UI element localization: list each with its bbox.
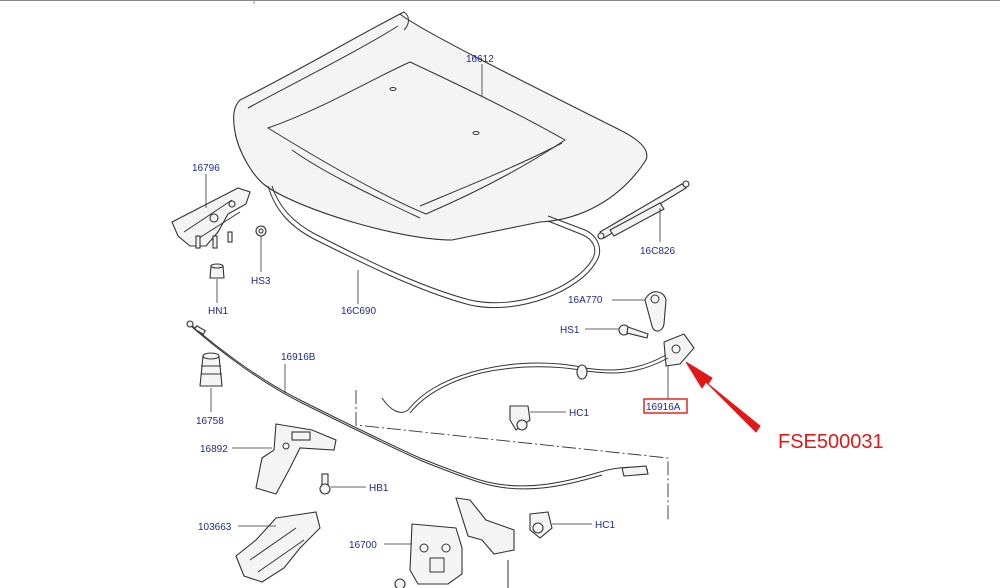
cable-clip-2 xyxy=(529,511,592,539)
highlight-box xyxy=(643,398,688,414)
release-handle xyxy=(612,291,667,332)
release-cables xyxy=(186,320,669,490)
label-bumper-stop: 16758 xyxy=(196,416,224,427)
hood-latch xyxy=(384,497,515,588)
safety-catch xyxy=(235,511,321,583)
label-cable-clip-1: HC1 xyxy=(569,408,589,419)
label-cable-clip-2: HC1 xyxy=(595,520,615,531)
hinge-nut xyxy=(209,263,225,303)
highlight-arrow xyxy=(685,361,761,433)
label-release-cable-front: 16916B xyxy=(281,352,316,363)
bumper-stop xyxy=(199,352,223,412)
release-lever-assembly xyxy=(663,333,695,399)
label-hood: 16612 xyxy=(466,54,494,65)
label-release-cable-rear: 16916A xyxy=(646,402,681,413)
label-hood-latch: 16700 xyxy=(349,540,377,551)
hood-seal xyxy=(267,185,600,309)
label-hood-seal: 16C690 xyxy=(341,306,376,317)
label-release-handle: 16A770 xyxy=(568,295,603,306)
hood-panel xyxy=(233,11,648,241)
hood-hinge xyxy=(171,187,251,249)
cable-clip-1 xyxy=(509,405,566,431)
label-gas-strut: 16C826 xyxy=(640,246,675,257)
label-latch-bracket: 16892 xyxy=(200,444,228,455)
label-handle-screw: HS1 xyxy=(560,325,580,336)
latch-bracket xyxy=(232,423,337,495)
hinge-bolt xyxy=(255,225,267,272)
handle-screw xyxy=(585,324,649,339)
label-hinge-nut: HN1 xyxy=(208,306,228,317)
label-hinge: 16796 xyxy=(192,163,220,174)
label-hinge-bolt: HS3 xyxy=(251,276,271,287)
label-bracket-bolt: HB1 xyxy=(369,483,389,494)
gas-strut xyxy=(597,180,690,242)
reference-dash xyxy=(355,390,669,520)
label-safety-catch: 103663 xyxy=(198,522,232,533)
diagram-code: FSE500031 xyxy=(778,431,884,453)
bracket-bolt xyxy=(319,473,366,495)
